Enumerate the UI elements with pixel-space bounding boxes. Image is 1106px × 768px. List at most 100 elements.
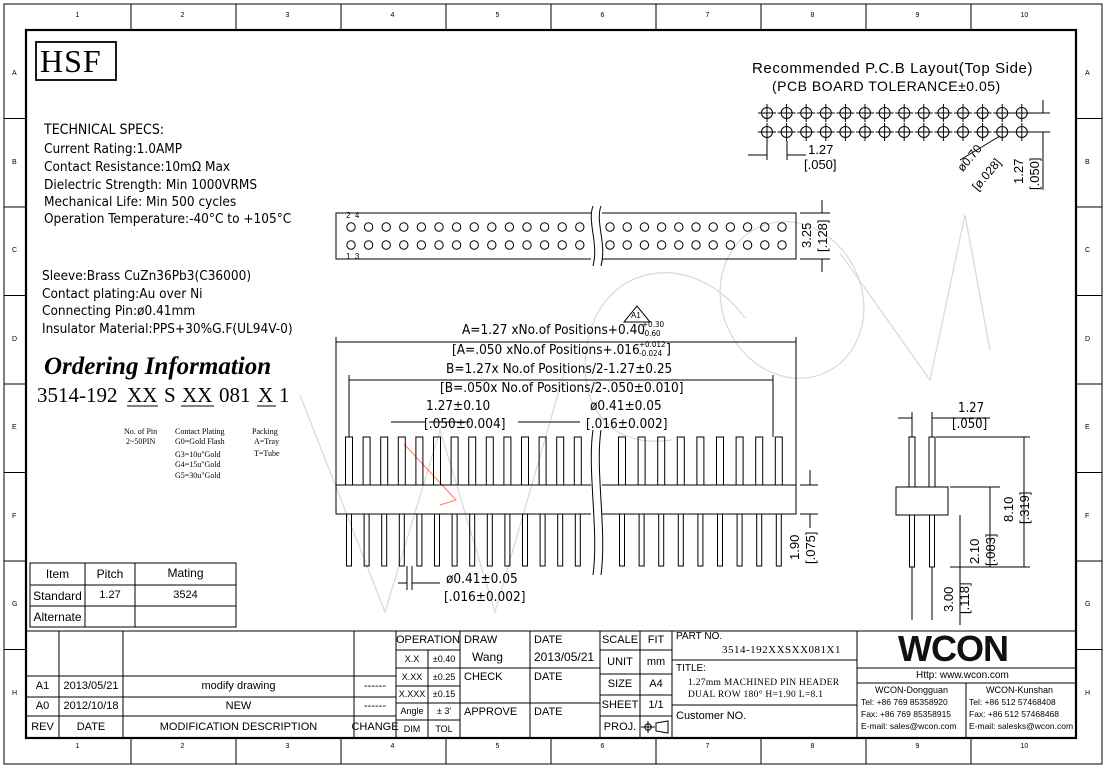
mating-header: Pitch bbox=[96, 567, 124, 581]
frame-row-label: H bbox=[12, 689, 18, 697]
rev-cell: ------ bbox=[364, 700, 386, 712]
top-view-height: 3.25 bbox=[799, 222, 814, 248]
rev-cell: 2012/10/18 bbox=[63, 700, 119, 712]
tol-key: X.XX bbox=[401, 671, 423, 682]
dim-insulator-in: [.075] bbox=[803, 531, 818, 564]
spec-line: Mechanical Life: Min 500 cycles bbox=[44, 194, 237, 210]
pin-note: No. of Pin bbox=[124, 427, 158, 436]
rev-cell: 2013/05/21 bbox=[63, 680, 119, 692]
frame-row-label: G bbox=[1085, 601, 1091, 609]
plating-note: G3=10u"Gold bbox=[175, 450, 221, 459]
rev-header: DATE bbox=[76, 720, 106, 733]
plating-note: G0=Gold Flash bbox=[175, 437, 225, 446]
dim-mid-in: [.083] bbox=[983, 533, 998, 566]
dim-pin: ø0.41±0.05 bbox=[590, 398, 662, 414]
dim-a-close: ] bbox=[666, 342, 671, 358]
kunshan-fax: Fax: +86 512 57468468 bbox=[969, 709, 1060, 719]
size-value: A4 bbox=[649, 678, 663, 690]
part-no-label: PART NO. bbox=[676, 631, 723, 642]
frame-row-label: H bbox=[1085, 689, 1091, 697]
specs-heading: TECHNICAL SPECS: bbox=[44, 122, 165, 138]
rev-cell: ------ bbox=[364, 680, 386, 692]
frame-column-label: 5 bbox=[495, 743, 500, 750]
frame-row-label: G bbox=[12, 601, 18, 609]
mating-cell: 3524 bbox=[173, 589, 198, 601]
pcb-pitch: 1.27 bbox=[808, 142, 834, 157]
tol-key: Angle bbox=[400, 706, 424, 716]
top-view-height-in: [.128] bbox=[815, 219, 830, 252]
frame-column-label: 1 bbox=[75, 12, 80, 19]
side-pitch-in: [.050] bbox=[952, 417, 988, 432]
ordering-code-081: 081 bbox=[219, 383, 251, 407]
dim-insulator: 1.90 bbox=[787, 534, 802, 560]
ordering-code-pins: XX bbox=[127, 383, 158, 407]
rev-cell: A1 bbox=[35, 680, 50, 692]
dim-a-tol-up: +0.30 bbox=[642, 320, 665, 329]
proj-label: PROJ. bbox=[603, 720, 637, 733]
dim-mid: 2.10 bbox=[967, 538, 982, 564]
frame-row-label: E bbox=[12, 424, 17, 432]
rev-cell: modify drawing bbox=[201, 680, 276, 692]
sheet-value: 1/1 bbox=[648, 699, 664, 711]
frame-column-label: 7 bbox=[705, 12, 710, 19]
dim-a-tol-in-up: +0.012 bbox=[639, 340, 666, 349]
frame-column-label: 2 bbox=[180, 743, 185, 750]
frame-row-label: B bbox=[1085, 158, 1090, 166]
part-number: 3514-192XXSXX081X1 bbox=[722, 644, 841, 656]
rev-cell: A0 bbox=[35, 700, 50, 712]
approve-label: APPROVE bbox=[464, 706, 518, 718]
tol-key: X.XXX bbox=[398, 689, 426, 699]
title-line: 1.27mm MACHINED PIN HEADER bbox=[688, 678, 840, 688]
dim-b-in: [B=.050x No.of Positions/2-.050±0.010] bbox=[440, 380, 684, 396]
frame-row-label: C bbox=[1085, 247, 1091, 255]
dim-a: A=1.27 xNo.of Positions+0.40 bbox=[462, 322, 646, 338]
website: Http: www.wcon.com bbox=[916, 670, 1009, 681]
frame-row-label: D bbox=[12, 335, 18, 343]
ordering-code-plating: XX bbox=[182, 383, 213, 407]
frame-row-label: F bbox=[1085, 512, 1090, 520]
mating-cell: Alternate bbox=[33, 609, 82, 624]
frame-column-label: 10 bbox=[1020, 743, 1029, 750]
tol-value: ± 3' bbox=[436, 706, 452, 716]
frame-column-label: 4 bbox=[390, 743, 395, 750]
dim-pin-bottom-in: [.016±0.002] bbox=[444, 589, 526, 605]
check-label: CHECK bbox=[464, 671, 503, 683]
customer-no-label: Customer NO. bbox=[676, 710, 747, 722]
frame-row-label: C bbox=[12, 247, 18, 255]
dim-pitch: 1.27±0.10 bbox=[426, 398, 491, 414]
ordering-code-packing: X bbox=[258, 383, 274, 407]
ordering-code-prefix: 3514-192 bbox=[37, 383, 118, 407]
material-line: Sleeve:Brass CuZn36Pb3(C36000) bbox=[42, 268, 252, 284]
pin-note: 2~50PIN bbox=[126, 437, 156, 446]
dim-label: DIM bbox=[403, 723, 421, 734]
mating-cell bbox=[135, 606, 236, 627]
hsf-logo: HSF bbox=[40, 43, 102, 79]
frame-column-label: 7 bbox=[705, 743, 710, 750]
frame-column-label: 10 bbox=[1020, 12, 1029, 19]
packing-note: A=Tray bbox=[254, 437, 280, 446]
spec-line: Contact Resistance:10mΩ Max bbox=[44, 159, 231, 175]
dongguan-tel: Tel: +86 769 85358920 bbox=[861, 697, 948, 707]
pcb-layout-title: Recommended P.C.B Layout(Top Side) bbox=[752, 60, 1034, 77]
material-line: Connecting Pin:ø0.41mm bbox=[42, 303, 196, 319]
watermark-graphic bbox=[299, 214, 991, 615]
wcon-brand-logo: WCON bbox=[898, 628, 1009, 669]
unit-value: mm bbox=[646, 655, 666, 668]
rev-header: REV bbox=[31, 720, 54, 733]
tol-key: X.X bbox=[404, 653, 420, 664]
rev-cell: NEW bbox=[225, 700, 252, 712]
ordering-title: Ordering Information bbox=[44, 353, 272, 380]
approve-date-label: DATE bbox=[534, 706, 563, 718]
plating-note: G5=30u"Gold bbox=[175, 471, 221, 480]
dongguan-name: WCON-Dongguan bbox=[875, 685, 949, 695]
mating-cell: Standard bbox=[33, 588, 82, 603]
dongguan-fax: Fax: +86 769 85358915 bbox=[861, 709, 952, 719]
pcb-row-pitch: 1.27 bbox=[1011, 158, 1026, 184]
frame-column-label: 2 bbox=[180, 12, 185, 19]
rev-header: CHANGE bbox=[351, 720, 399, 733]
dim-b: B=1.27x No.of Positions/2-1.27±0.25 bbox=[446, 361, 673, 377]
tol-value: ±0.40 bbox=[432, 653, 456, 664]
mating-cell bbox=[85, 606, 135, 627]
packing-note: Packing bbox=[252, 427, 278, 436]
